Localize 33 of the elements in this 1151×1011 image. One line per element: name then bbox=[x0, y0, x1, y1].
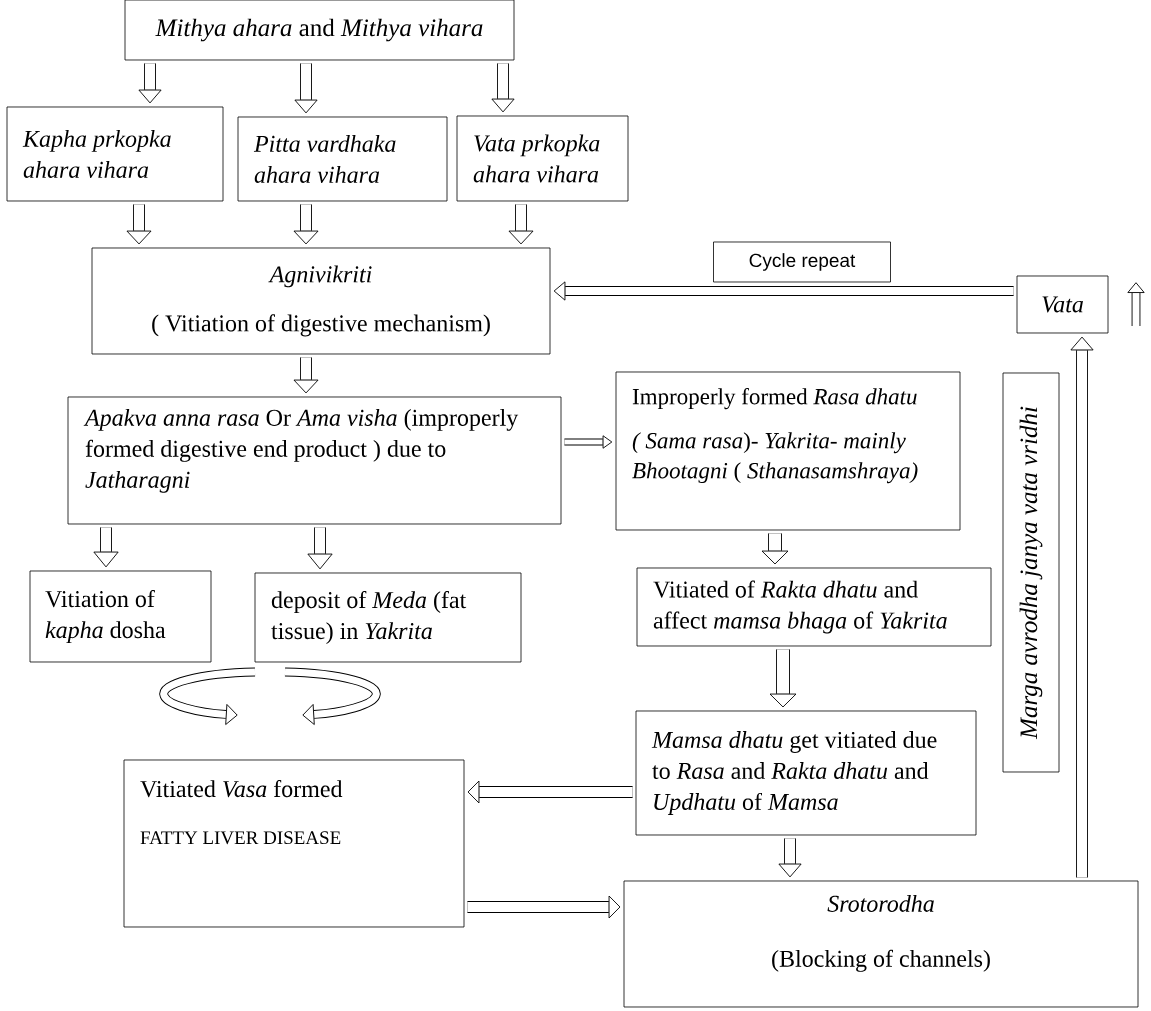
process-box: Mamsa dhatu get vitiated due to Rasa and Rakta dhatu and Updhatu of Mamsa bbox=[635, 710, 977, 836]
block-arrow bbox=[553, 281, 1014, 301]
edge-label: Cycle repeat bbox=[713, 241, 891, 283]
process-box: Improperly formed Rasa dhatu ( Sama rasa)- Yakrita- mainly Bhootagni ( Sthanasamshraya) bbox=[615, 371, 961, 531]
block-arrow bbox=[93, 527, 119, 568]
process-box: Vitiated of Rakta dhatu and affect mamsa bhaga of Yakrita bbox=[636, 567, 992, 647]
block-arrow bbox=[293, 204, 319, 245]
process-box: Mithya ahara and Mithya vihara bbox=[124, 0, 515, 61]
block-arrow bbox=[508, 204, 534, 245]
block-arrow bbox=[467, 780, 633, 804]
block-arrow bbox=[307, 527, 333, 570]
block-arrow bbox=[761, 533, 789, 565]
process-box: Pitta vardhaka ahara vihara bbox=[237, 116, 448, 202]
block-arrow bbox=[294, 63, 318, 114]
process-box: Agnivikriti ( Vitiation of digestive mechanism) bbox=[91, 247, 551, 355]
process-box: Srotorodha (Blocking of channels) bbox=[623, 880, 1139, 1008]
block-arrow bbox=[293, 357, 319, 394]
block-arrow bbox=[778, 838, 802, 878]
process-box: Vata prkopka ahara vihara bbox=[456, 115, 629, 202]
block-arrow bbox=[491, 63, 515, 113]
vertical-text-box: Marga avrodha janya vata vridhi bbox=[1002, 372, 1060, 773]
block-arrow bbox=[138, 63, 162, 104]
process-box: Vata bbox=[1016, 275, 1109, 334]
block-arrow bbox=[1070, 336, 1094, 878]
block-arrow bbox=[769, 649, 797, 708]
block-arrow bbox=[467, 895, 621, 919]
process-box: Apakva anna rasa Or Ama visha (improperly formed digestive end product ) due to Jatharagni bbox=[67, 396, 562, 525]
process-box: deposit of Meda (fat tissue) in Yakrita bbox=[254, 572, 522, 663]
block-arrow bbox=[564, 435, 613, 449]
process-box: Kapha prkopka ahara vihara bbox=[6, 106, 224, 202]
process-box: Vitiated Vasa formed FATTY LIVER DISEASE bbox=[123, 759, 465, 928]
process-box: Vitiation of kapha dosha bbox=[29, 570, 212, 663]
block-arrow bbox=[126, 204, 152, 245]
